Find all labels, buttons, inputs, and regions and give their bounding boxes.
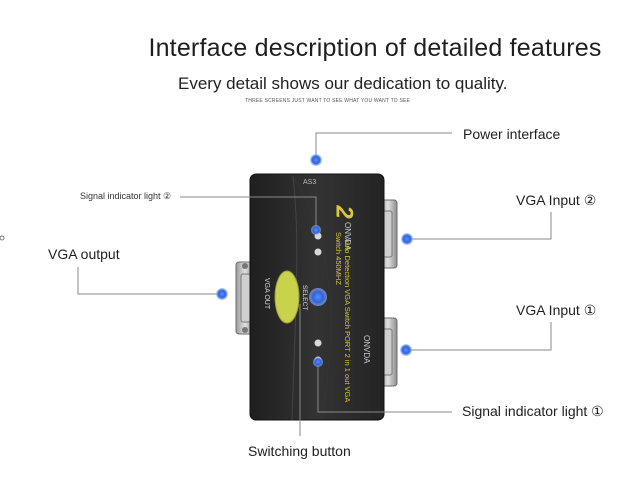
vga-input-1-label: VGA Input ① xyxy=(516,302,597,318)
switching-button-label: Switching button xyxy=(248,443,351,459)
vga-output-label: VGA output xyxy=(48,246,120,262)
page-title: Interface description of detailed featur… xyxy=(148,34,602,62)
model-label: AS3 xyxy=(303,179,317,186)
port-1-label: ONVDA xyxy=(362,335,371,364)
callout-lines xyxy=(77,132,552,436)
select-label: SELECT xyxy=(301,285,308,311)
signal-light-2-label: Signal indicator light ② xyxy=(80,191,172,201)
product-text-line-1: Auto Detection VGA Switch PORT 2 in 1 ou… xyxy=(343,238,352,403)
logo-number: 2 xyxy=(330,205,358,219)
callout-markers xyxy=(216,154,413,367)
signal-light-1-label: Signal indicator light ① xyxy=(462,403,604,419)
vga-input-2-label: VGA Input ② xyxy=(516,192,597,208)
page-subtitle: Every detail shows our dedication to qua… xyxy=(178,74,508,93)
vga-out-label: VGA OUT xyxy=(263,278,270,310)
select-oval xyxy=(274,270,300,324)
power-interface-label: Power interface xyxy=(463,126,561,142)
tagline: THREE SCREENS JUST WANT TO SEE WHAT YOU … xyxy=(245,98,411,104)
product-text-line-2: Switch 450MHZ xyxy=(334,232,343,285)
